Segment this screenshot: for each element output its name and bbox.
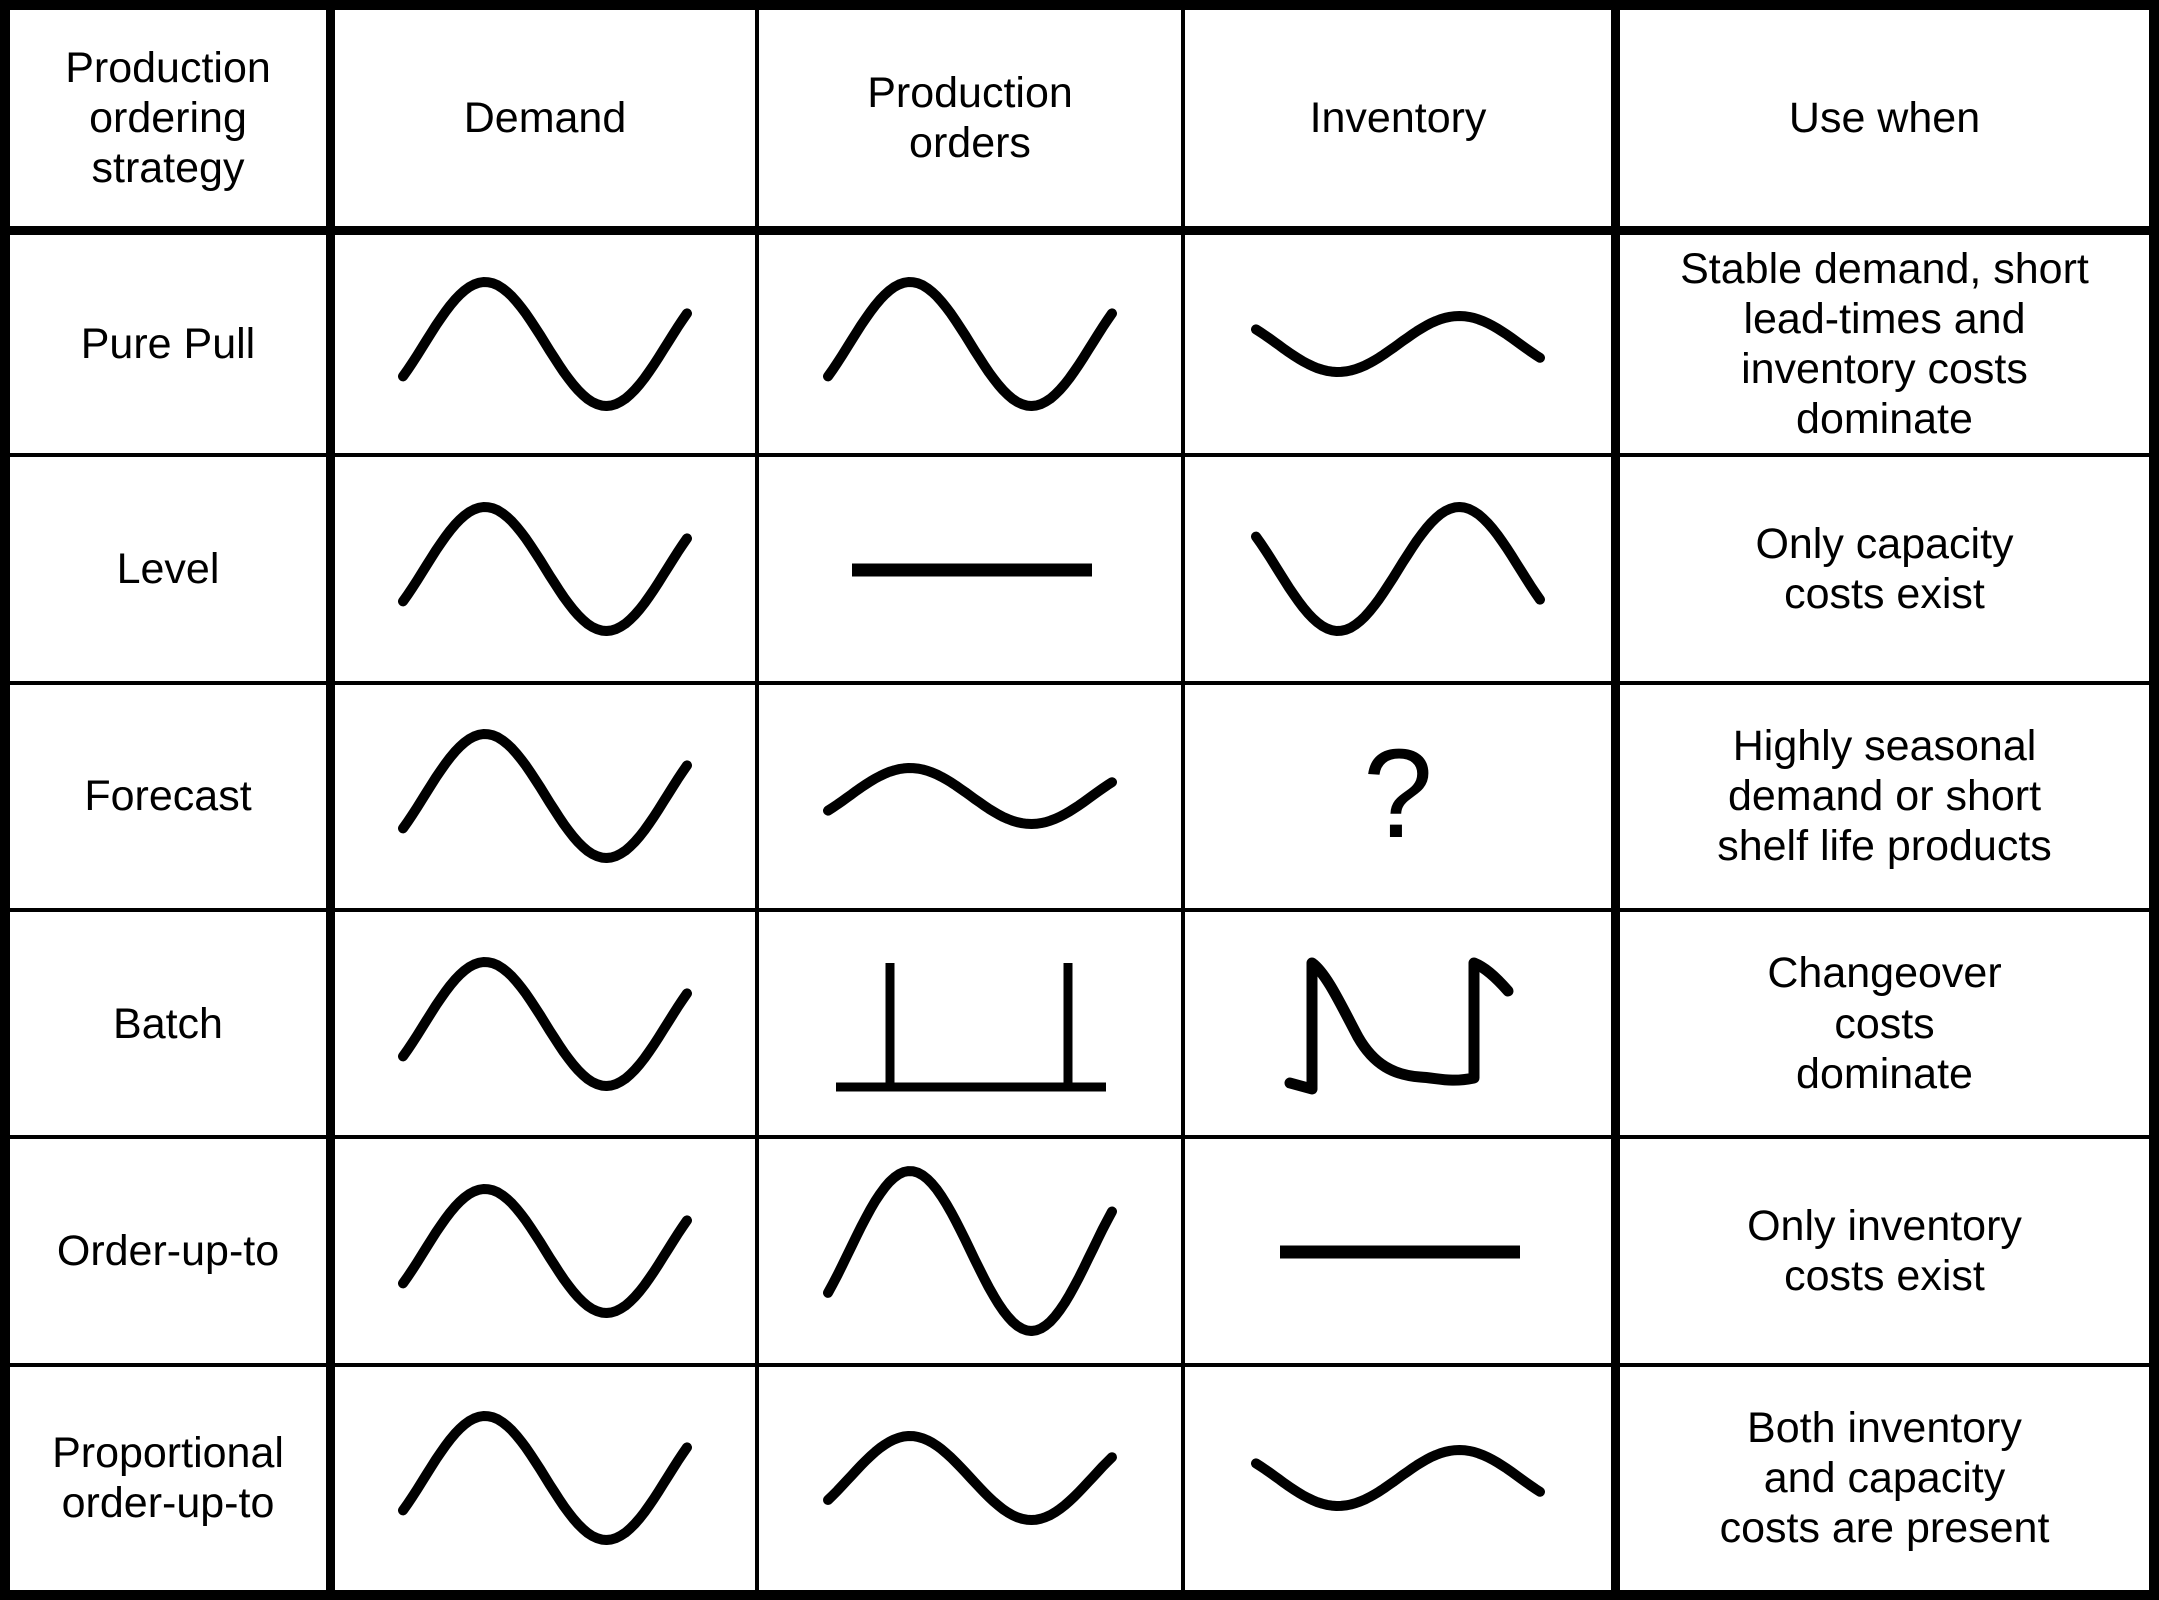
level-demand-cell <box>326 453 755 681</box>
pure-pull-inventory-cell <box>1181 226 1611 454</box>
wave-full-icon <box>398 501 692 636</box>
flat-line-icon <box>852 563 1092 577</box>
wave-full-icon <box>398 729 692 864</box>
forecast-orders-cell <box>755 680 1181 908</box>
pure-pull-demand-cell <box>326 226 755 454</box>
order-up-to-inventory-cell <box>1181 1135 1611 1363</box>
flat-line-icon <box>1280 1245 1520 1259</box>
wave-full-inverted-icon <box>1251 501 1545 636</box>
question-mark-icon: ? <box>1363 723 1433 864</box>
row-label-batch: Batch <box>10 907 326 1135</box>
pure-pull-use-when: Stable demand, short lead-times and inve… <box>1611 226 2149 454</box>
forecast-inventory-cell: ? <box>1181 680 1611 908</box>
batch-use-when: Changeover costs dominate <box>1611 907 2149 1136</box>
batch-inventory-cell <box>1181 907 1611 1136</box>
level-inventory-cell <box>1181 453 1611 681</box>
wave-large-icon <box>823 1166 1117 1336</box>
order-up-to-use-when: Only inventory costs exist <box>1611 1135 2149 1363</box>
wave-medium-icon <box>823 1431 1117 1526</box>
row-label-level: Level <box>10 453 326 680</box>
sawtooth-icon <box>1284 957 1514 1095</box>
wave-small-inverted-icon <box>1251 1445 1545 1512</box>
proportional-inventory-cell <box>1181 1362 1611 1590</box>
order-up-to-orders-cell <box>755 1135 1181 1363</box>
row-label-pure-pull: Pure Pull <box>10 226 326 453</box>
header-production-orders: Production orders <box>755 10 1181 226</box>
wave-small-inverted-icon <box>1251 311 1545 378</box>
forecast-use-when: Highly seasonal demand or short shelf li… <box>1611 680 2149 908</box>
header-demand: Demand <box>326 10 755 226</box>
level-orders-cell <box>755 453 1181 681</box>
row-label-order-up-to: Order-up-to <box>10 1135 326 1362</box>
batch-pulses-icon <box>836 962 1106 1092</box>
batch-orders-cell <box>755 907 1181 1136</box>
level-use-when: Only capacity costs exist <box>1611 453 2149 681</box>
wave-full-icon <box>398 1411 692 1546</box>
row-label-proportional-order-up-to: Proportional order-up-to <box>10 1362 326 1590</box>
proportional-use-when: Both inventory and capacity costs are pr… <box>1611 1362 2149 1590</box>
wave-full-icon <box>398 1183 692 1318</box>
proportional-demand-cell <box>326 1362 755 1590</box>
wave-full-icon <box>398 956 692 1091</box>
row-label-forecast: Forecast <box>10 680 326 908</box>
wave-small-icon <box>823 763 1117 830</box>
wave-full-icon <box>823 277 1117 412</box>
header-use-when: Use when <box>1611 10 2149 226</box>
svg-text:?: ? <box>1363 723 1433 864</box>
pure-pull-orders-cell <box>755 226 1181 454</box>
forecast-demand-cell <box>326 680 755 908</box>
order-up-to-demand-cell <box>326 1135 755 1363</box>
header-inventory: Inventory <box>1181 10 1611 226</box>
header-production-ordering-strategy: Production ordering strategy <box>65 43 271 193</box>
batch-demand-cell <box>326 907 755 1136</box>
proportional-orders-cell <box>755 1362 1181 1590</box>
wave-full-icon <box>398 277 692 412</box>
